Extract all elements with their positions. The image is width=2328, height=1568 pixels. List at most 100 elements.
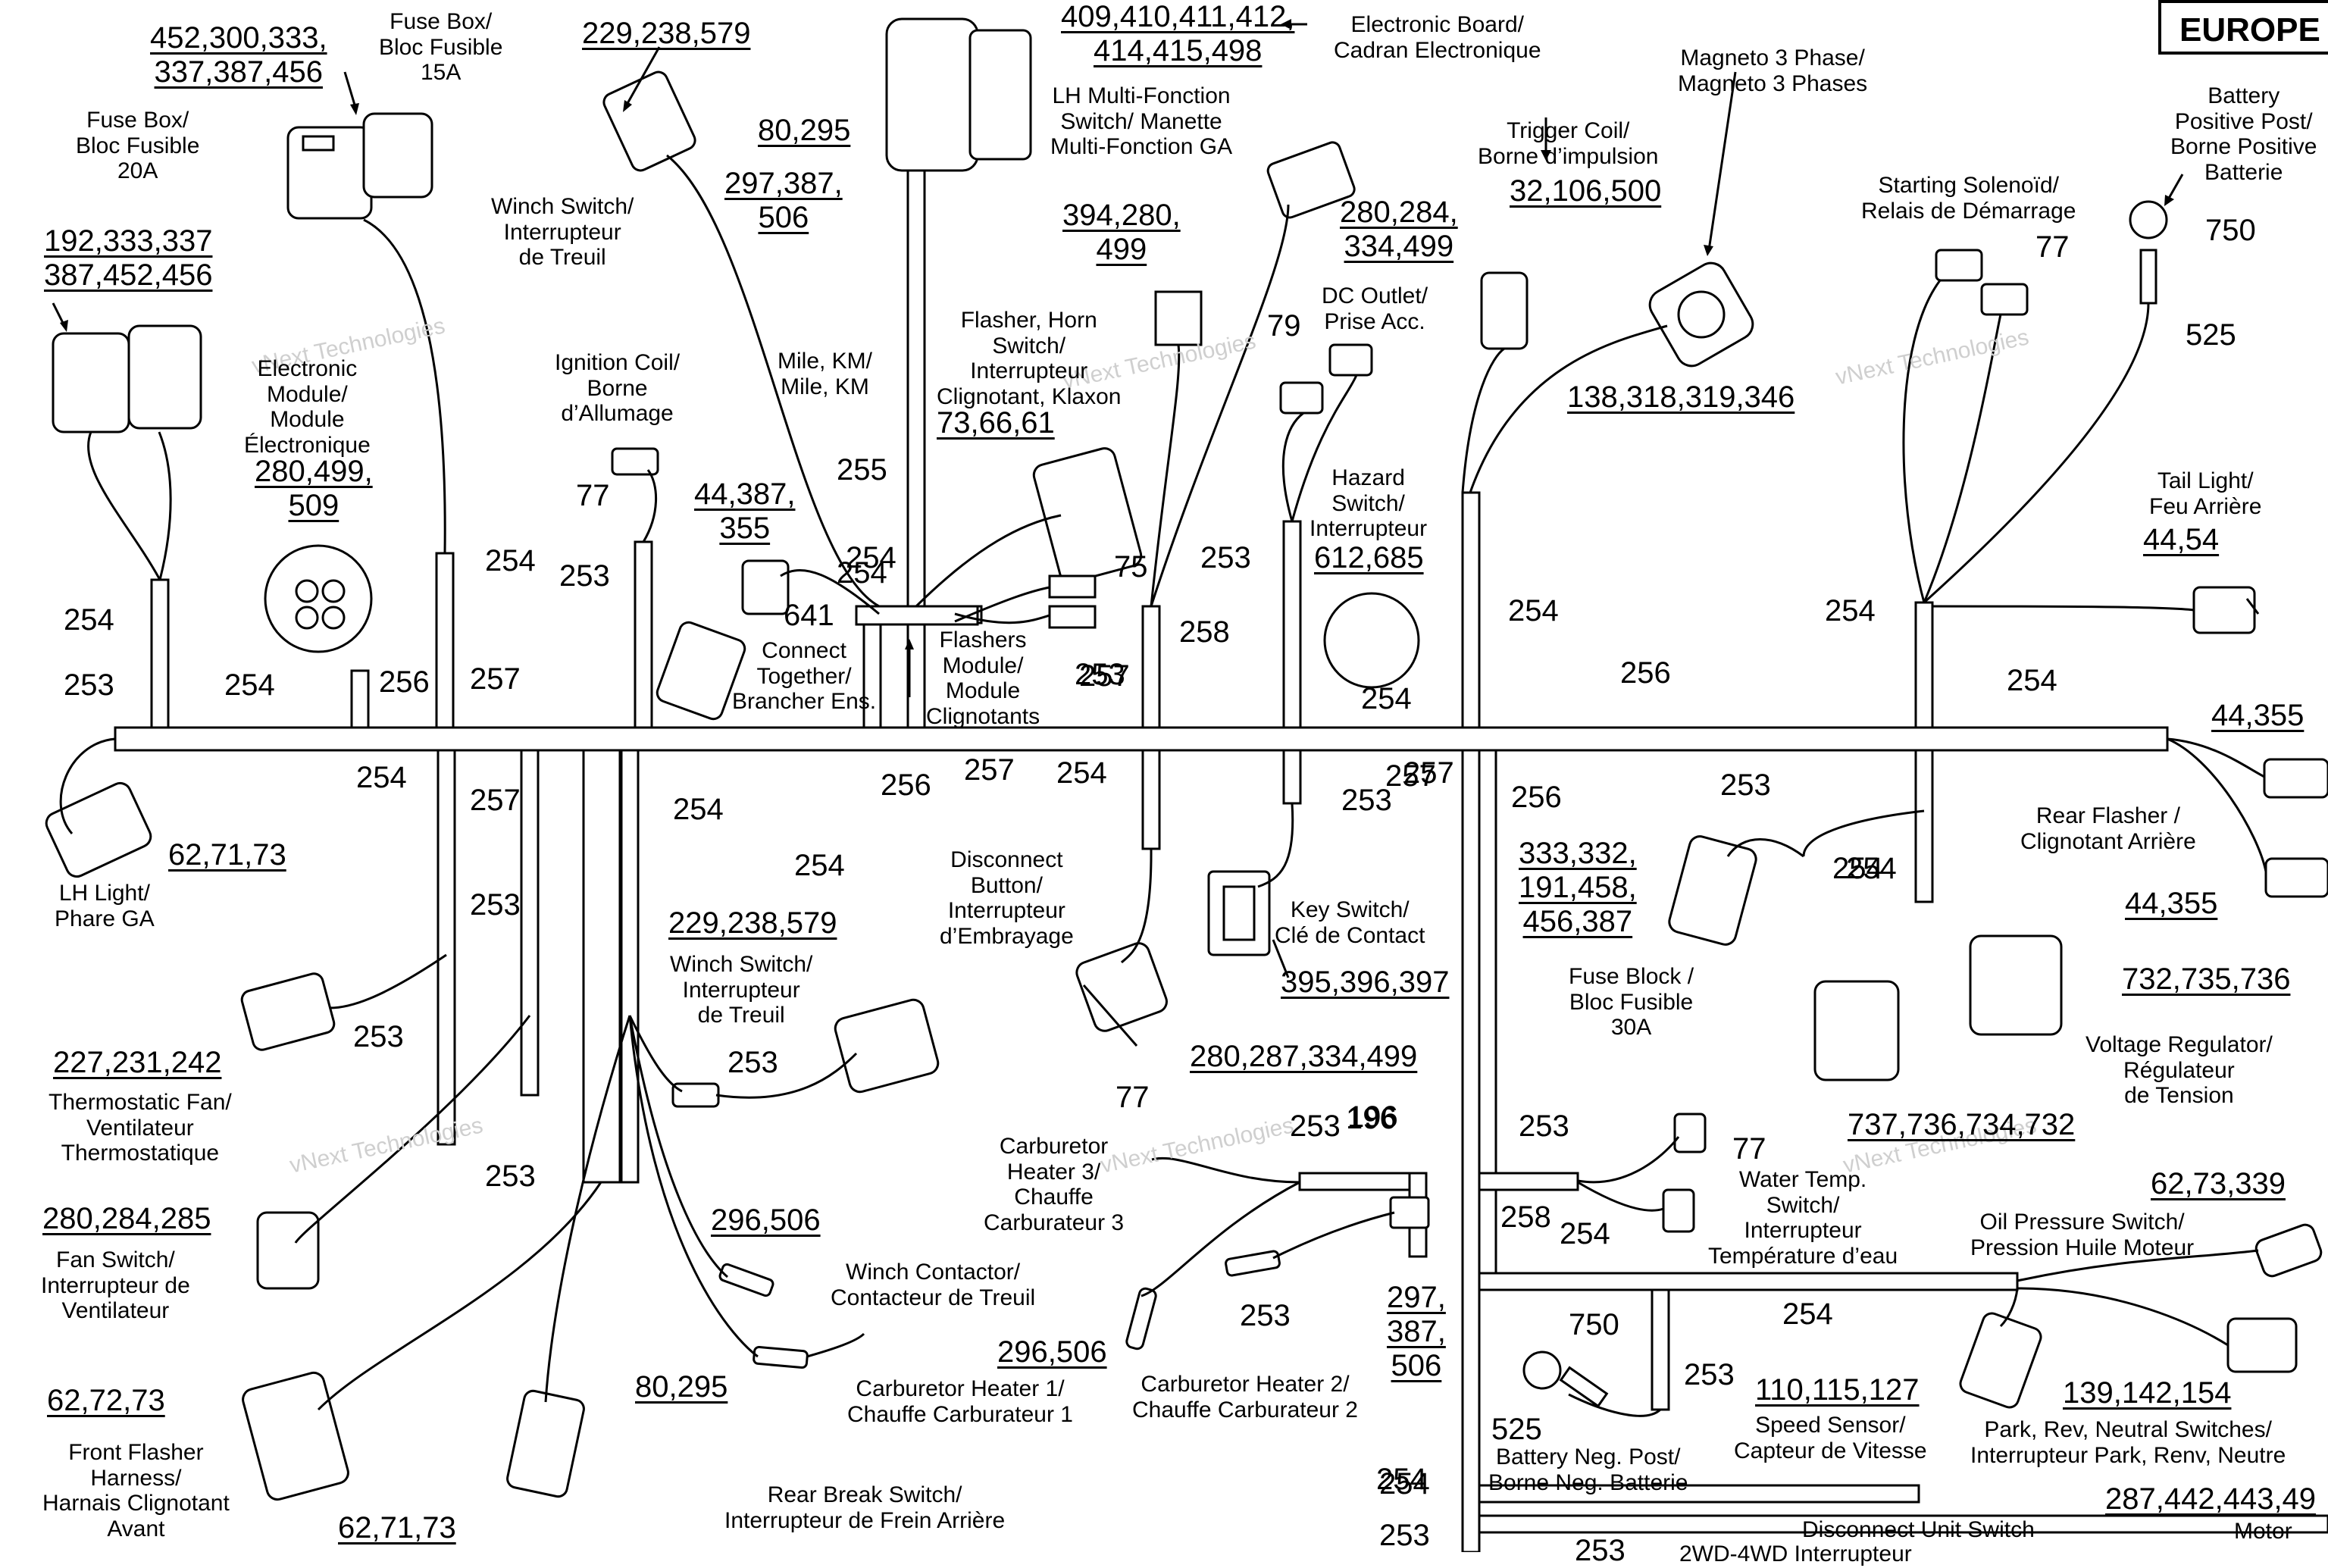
speed-sensor-connector: [1959, 1312, 2042, 1409]
wire-ref: 750: [2205, 214, 2256, 247]
branch: [1478, 1514, 2328, 1534]
rear-flasher-label: Rear Flasher / Clignotant Arrière: [2020, 803, 2196, 854]
wire-ref: 254: [1560, 1217, 1610, 1250]
connector-280-284: [1266, 141, 1356, 219]
flasher-horn-connector: [1032, 447, 1143, 584]
branch: [435, 552, 455, 729]
fuse-block-refs: 333,332, 191,458, 456,387: [1519, 837, 1637, 938]
winch-contactor-label: Winch Contactor/ Contacteur de Treuil: [831, 1260, 1036, 1310]
key-switch-connector: [1207, 870, 1271, 956]
motor-label: Motor: [2234, 1519, 2292, 1544]
branch: [1298, 1172, 1422, 1191]
fuse-box-20a-label: Fuse Box/ Bloc Fusible 20A: [76, 108, 200, 184]
electronic-board-refs: 409,410,411,412, 414,415,498: [1061, 0, 1295, 67]
branch: [1141, 605, 1161, 729]
wire-ref: 253: [1290, 1109, 1341, 1143]
oil-pressure-label: Oil Pressure Switch/ Pression Huile Mote…: [1970, 1210, 2195, 1260]
fan-switch-label: Fan Switch/ Interrupteur de Ventilateur: [41, 1247, 190, 1324]
lh-multi-switch-label: LH Multi-Fonction Switch/ Manette Multi-…: [1050, 83, 1233, 160]
hazard-refs: 612,685: [1314, 541, 1424, 574]
wire-ref: 253: [1575, 1534, 1626, 1567]
oil-pressure-connector: [2254, 1223, 2323, 1278]
region-badge: EUROPE: [2158, 0, 2328, 55]
mile-km-refs-b: 297,387, 506: [724, 167, 843, 234]
wire-ref: 254: [846, 541, 896, 574]
wire-ref: 253: [470, 888, 521, 922]
connect-together-label: Connect Together/ Brancher Ens.: [732, 638, 877, 715]
branch: [436, 749, 456, 1146]
carb-heater-3-label: Carburetor Heater 3/ Chauffe Carburateur…: [984, 1134, 1125, 1235]
branch: [520, 749, 540, 1097]
lh-light-refs: 62,71,73: [168, 838, 286, 872]
wire-ref: 258: [1179, 615, 1230, 649]
hazard-switch-label: Hazard Switch/ Interrupteur: [1310, 465, 1428, 542]
branch: [1282, 520, 1302, 729]
branch: [1651, 1288, 1670, 1411]
water-temp-label: Water Temp. Switch/ Interrupteur Tempéra…: [1708, 1167, 1898, 1269]
winch-switch-top-refs: 229,238,579: [582, 17, 751, 50]
wire-ref: 253: [1379, 1519, 1430, 1552]
branch: [1478, 749, 1497, 1282]
dc-outlet-connectors: [1279, 343, 1373, 415]
wire-ref: 196: [1346, 1102, 1397, 1135]
wire-ref: 254: [356, 761, 407, 794]
winch-switch-mid-label: Winch Switch/ Interrupteur de Treuil: [670, 952, 813, 1028]
wire-ref: 77: [576, 479, 610, 512]
rear-flasher-refs-a: 44,355: [2211, 699, 2305, 732]
wire-ref: 254: [1782, 1297, 1833, 1331]
winch-switch-mid-refs: 229,238,579: [668, 906, 837, 940]
wire-ref: 253: [1200, 541, 1251, 574]
wire-ref: 75: [1114, 550, 1148, 584]
wire-ref: 77: [2035, 230, 2070, 264]
small-terminals-75: [1048, 574, 1097, 629]
voltage-regulator-refs-b: 737,736,734,732: [1848, 1108, 2076, 1141]
fuse-box-20a-connector: [52, 324, 202, 433]
wire-ref: 254: [1832, 852, 1883, 885]
wire-ref: 254: [1376, 1463, 1427, 1496]
wire-ref: 525: [2186, 318, 2236, 352]
wire-ref: 77: [1732, 1132, 1766, 1166]
battery-negative-label: Battery Neg. Post/ Borne Neg. Batterie: [1488, 1444, 1688, 1495]
starting-solenoid-terminals: [1935, 249, 2029, 316]
wire-ref: 257: [1385, 759, 1436, 793]
wire-ref: 254: [837, 556, 887, 590]
fuse-box-15a-connector: [286, 112, 433, 220]
branch: [1282, 749, 1302, 805]
wire-ref: 256: [1511, 781, 1562, 814]
winch-bottom-refs: 80,295: [635, 1370, 728, 1404]
battery-negative-ring: [1522, 1350, 1609, 1408]
wire-ref: 254: [485, 544, 536, 577]
bottom-connector-62-71-73: [506, 1389, 585, 1498]
wire-ref: 254: [2007, 664, 2057, 697]
wire-ref: 253: [485, 1160, 536, 1193]
wire-ref: 196: [1347, 1100, 1398, 1134]
relay-refs-394: 394,280, 499: [1062, 199, 1181, 266]
carb-heater-1-refs: 296,506: [997, 1335, 1107, 1369]
flasher-horn-label: Flasher, Horn Switch/ Interrupteur Clign…: [937, 308, 1122, 409]
wire-ref: 254: [224, 668, 275, 702]
mile-km-label: Mile, KM/ Mile, KM: [778, 349, 873, 399]
fuse-block-30a-label: Fuse Block / Bloc Fusible 30A: [1569, 964, 1694, 1041]
magneto-refs: 138,318,319,346: [1567, 380, 1795, 414]
branch: [1478, 1484, 1920, 1504]
branch: [150, 578, 170, 729]
hazard-switch-connector: [1323, 592, 1420, 689]
disconnect-button-refs: 280,287,334,499: [1190, 1040, 1418, 1073]
branch: [1914, 749, 1934, 903]
wire-ref: 256: [1620, 656, 1671, 690]
fan-switch-refs: 280,284,285: [42, 1202, 211, 1235]
leader-lines: [52, 19, 2260, 1047]
main-harness-trunk: [114, 726, 2169, 752]
wire-ref: 253: [1684, 1358, 1735, 1391]
branch: [1461, 491, 1481, 729]
wire-ref: 256: [379, 665, 430, 699]
trigger-coil-refs: 32,106,500: [1510, 174, 1662, 208]
wire-ref: 253: [64, 668, 114, 702]
magneto-connector: [1648, 261, 1754, 368]
wire-ref: 254: [64, 603, 114, 637]
disconnect-unit-label: Disconnect Unit Switch: [1802, 1517, 2035, 1542]
wire-ref: 253: [1240, 1299, 1291, 1332]
wire-ref: 254: [1825, 594, 1876, 628]
disconnect-unit-sub: 2WD-4WD Interrupteur: [1679, 1541, 1912, 1566]
front-flasher-refs: 62,72,73: [47, 1384, 165, 1417]
